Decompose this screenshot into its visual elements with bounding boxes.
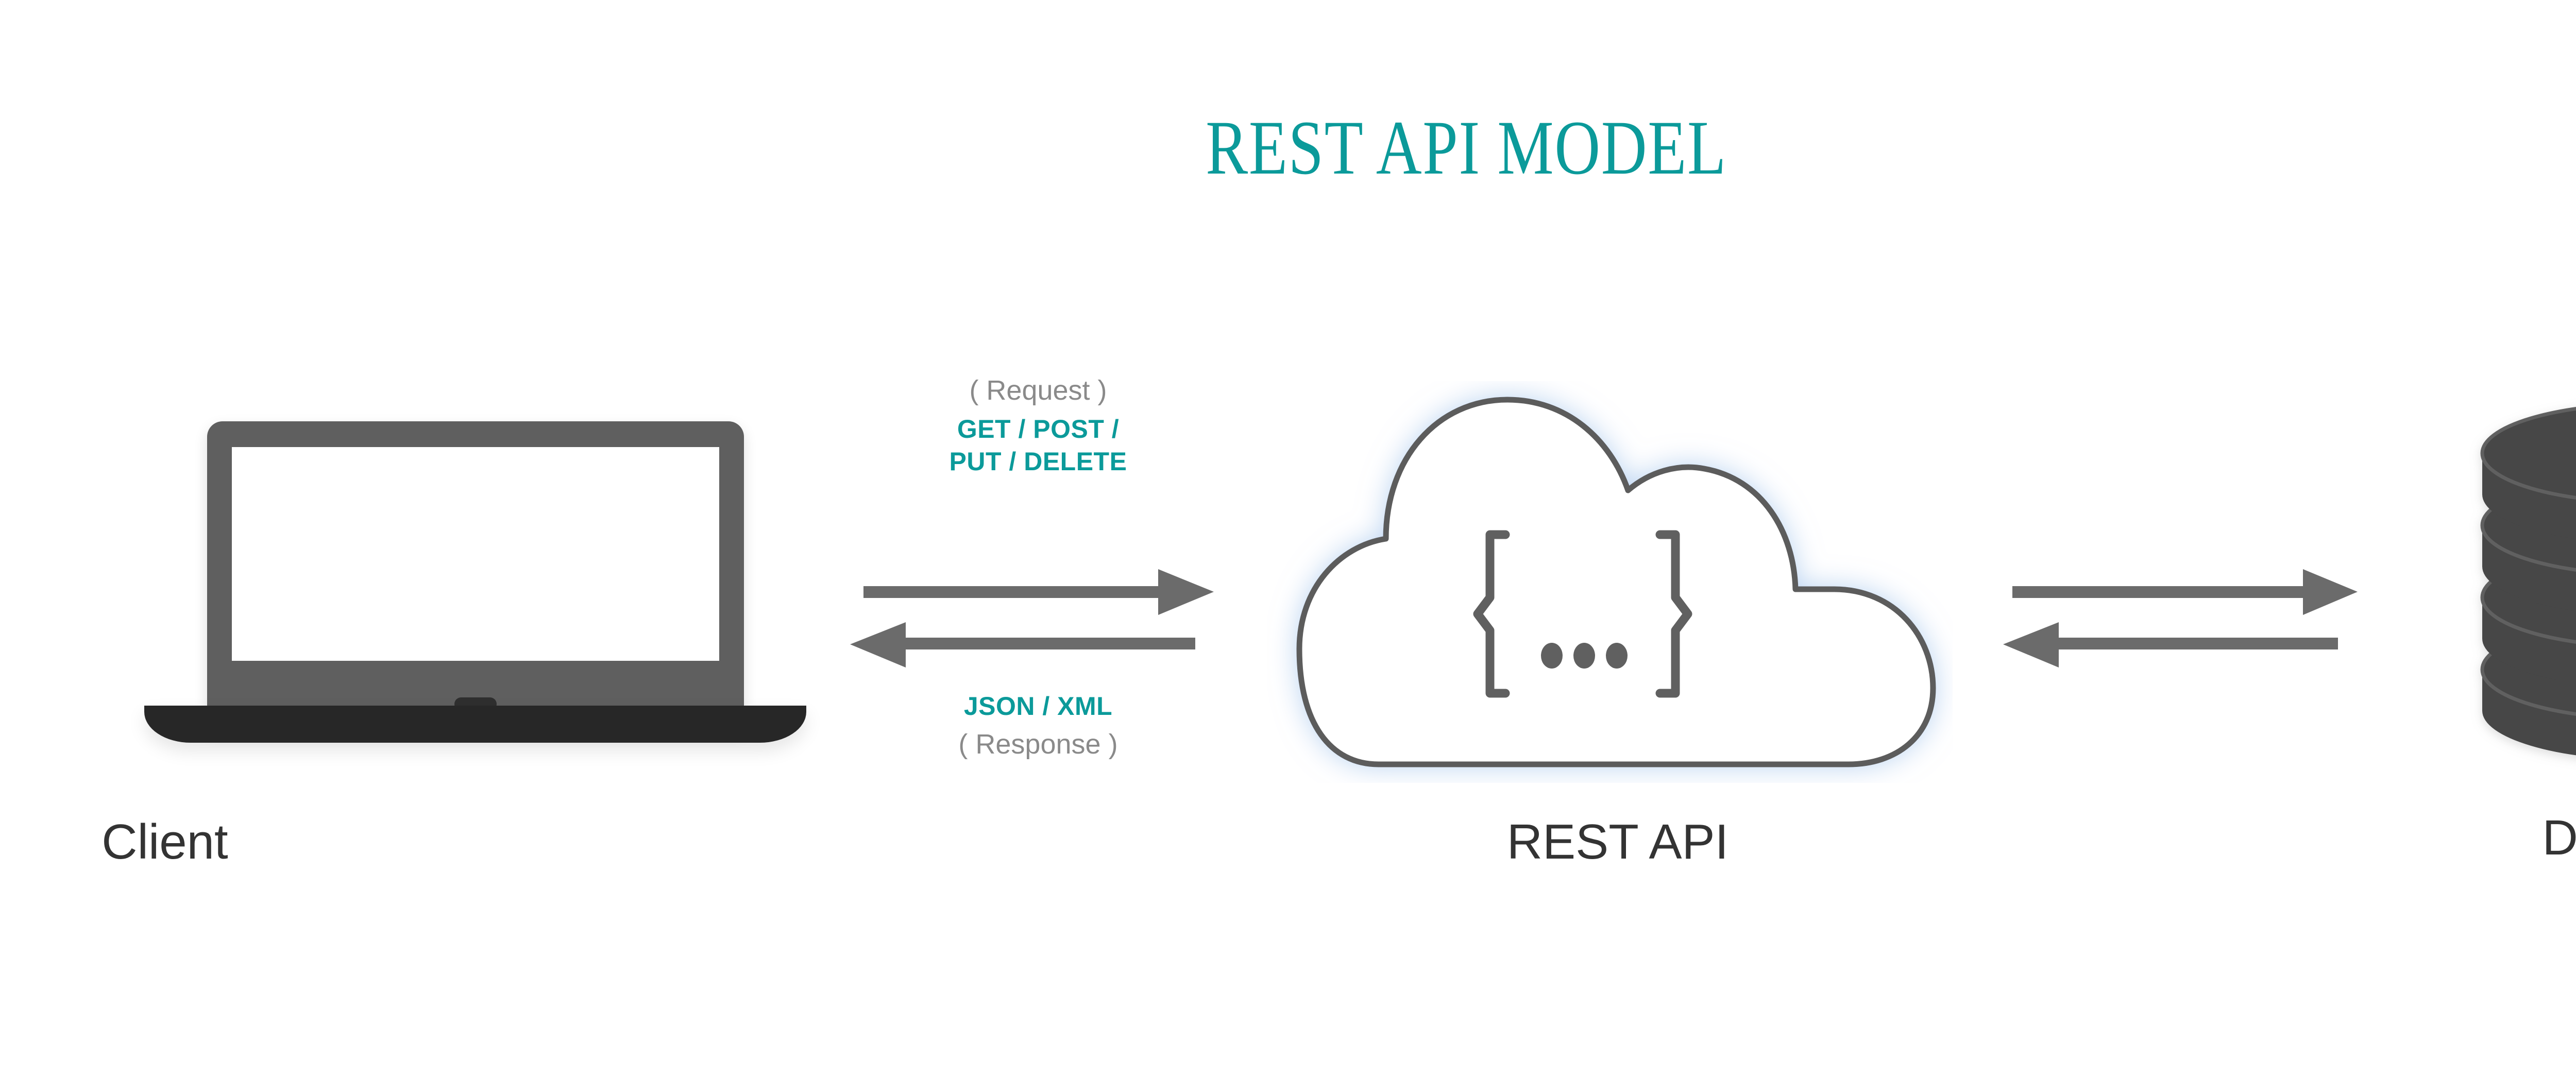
node-database (2458, 381, 2576, 773)
node-label-database: Database (2542, 810, 2576, 865)
response-paren-label: ( Response ) (958, 729, 1118, 760)
edge-label-request: ( Request ) GET / POST / PUT / DELETE (824, 374, 1252, 478)
laptop-base (144, 706, 806, 743)
arrow-right-icon (863, 569, 1214, 615)
edge-label-response: JSON / XML ( Response ) (824, 690, 1252, 762)
page-title: REST API MODEL (1206, 105, 1727, 191)
node-label-rest-api: REST API (1506, 814, 1729, 869)
arrow-pair-api-database (1984, 556, 2391, 680)
label-spacer (824, 723, 1252, 728)
node-rest-api (1267, 381, 1953, 783)
code-braces-icon (1473, 530, 1692, 698)
ellipsis-dots-icon (1541, 643, 1628, 669)
arrow-pair-client-api (845, 556, 1236, 680)
db-disk-1-top (2480, 407, 2576, 500)
response-formats-line: JSON / XML (963, 692, 1113, 721)
arrow-left-icon (850, 622, 1195, 668)
laptop-screen (232, 447, 719, 661)
arrow-left-icon (2003, 622, 2338, 668)
node-client (144, 412, 806, 773)
cloud-shape (1296, 397, 1936, 767)
database-cylinder-icon (2480, 407, 2576, 756)
laptop-icon (207, 421, 744, 730)
request-methods-line-2: PUT / DELETE (949, 447, 1127, 476)
label-spacer (824, 408, 1252, 413)
arrow-right-icon (2012, 569, 2358, 615)
request-methods-line-1: GET / POST / (957, 414, 1120, 443)
cloud-icon (1267, 381, 1953, 783)
node-label-client: Client (101, 814, 228, 869)
request-paren-label: ( Request ) (969, 375, 1107, 406)
